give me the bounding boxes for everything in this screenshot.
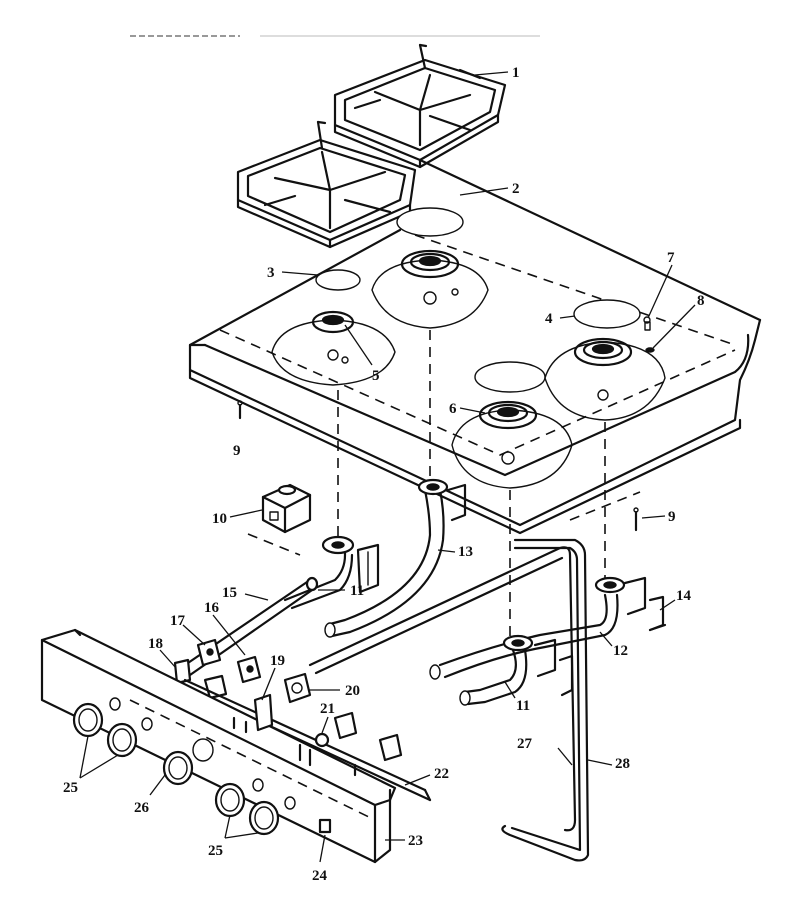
callout-25-right: 25 xyxy=(208,843,223,859)
burner-grate-rear xyxy=(333,43,507,169)
screw-part xyxy=(643,316,651,331)
control-knob-2 xyxy=(106,722,138,758)
support-pin-left xyxy=(237,400,243,420)
screws xyxy=(232,716,392,802)
control-knob-3 xyxy=(162,750,194,786)
burner-grate-front xyxy=(236,120,417,249)
callout-25-left: 25 xyxy=(63,780,78,796)
pressure-regulator xyxy=(261,483,312,534)
callout-9-right: 9 xyxy=(668,509,676,525)
rocker-switch xyxy=(318,818,332,834)
spark-module-19 xyxy=(253,693,274,732)
burner-cap-right-front xyxy=(474,361,546,393)
callout-16: 16 xyxy=(204,600,220,616)
spring-clip xyxy=(645,347,655,353)
callouts: 1 2 3 4 5 6 7 8 9 9 10 11 11 12 13 14 15 xyxy=(63,65,705,884)
callout-28: 28 xyxy=(615,756,630,772)
callout-2: 2 xyxy=(512,181,520,197)
callout-11-left: 11 xyxy=(350,583,364,599)
callout-14: 14 xyxy=(676,588,692,604)
assembly-guide-lines xyxy=(247,330,641,640)
callout-1: 1 xyxy=(512,65,520,81)
callout-21: 21 xyxy=(320,701,335,717)
gas-valve-16 xyxy=(236,655,262,684)
gas-valve-right-2 xyxy=(378,733,403,762)
callout-24: 24 xyxy=(312,868,328,884)
burner-tube-left xyxy=(283,535,380,610)
callout-20: 20 xyxy=(345,683,360,699)
callout-22: 22 xyxy=(434,766,449,782)
burner-tube-rear xyxy=(324,478,467,638)
burner-cap-right-rear xyxy=(573,299,641,329)
callout-23: 23 xyxy=(408,833,423,849)
control-panel xyxy=(40,628,397,864)
burner-tube-right-front xyxy=(459,634,574,706)
callout-18: 18 xyxy=(148,636,163,652)
spark-switch-20 xyxy=(283,672,312,704)
callout-3: 3 xyxy=(267,265,275,281)
callout-5: 5 xyxy=(372,368,380,384)
burner-head-front-left xyxy=(271,310,396,386)
callout-17: 17 xyxy=(170,613,186,629)
callout-13: 13 xyxy=(458,544,473,560)
burner-tube-right-rear xyxy=(429,576,667,680)
panel-holes xyxy=(109,697,296,810)
callout-26: 26 xyxy=(134,800,150,816)
callout-27: 27 xyxy=(517,736,533,752)
callout-9-left: 9 xyxy=(233,443,241,459)
callout-15: 15 xyxy=(222,585,237,601)
burner-head-front-right xyxy=(451,400,573,489)
callout-7: 7 xyxy=(667,250,675,266)
control-knob-1 xyxy=(72,702,104,738)
callout-6: 6 xyxy=(449,401,457,417)
cooktop-main-top xyxy=(188,158,762,535)
callout-4: 4 xyxy=(545,311,553,327)
gas-valve-17 xyxy=(196,638,222,667)
burner-cap-large-rear xyxy=(396,207,464,237)
valve-bracket-21 xyxy=(298,732,330,767)
gas-valve-right-1 xyxy=(333,711,358,740)
control-knob-4 xyxy=(214,782,246,818)
burner-head-rear-left xyxy=(371,249,489,329)
callout-19: 19 xyxy=(270,653,285,669)
callout-8: 8 xyxy=(697,293,705,309)
callout-10: 10 xyxy=(212,511,227,527)
gas-valve-18 xyxy=(173,658,192,685)
control-knob-5 xyxy=(248,800,280,836)
callout-11-right: 11 xyxy=(516,698,530,714)
burner-head-rear-right xyxy=(544,337,666,421)
callout-12: 12 xyxy=(613,643,628,659)
support-pin-right xyxy=(633,507,639,532)
burner-cap-small-left xyxy=(315,269,361,291)
broil-burner-tube-28 xyxy=(501,538,590,862)
